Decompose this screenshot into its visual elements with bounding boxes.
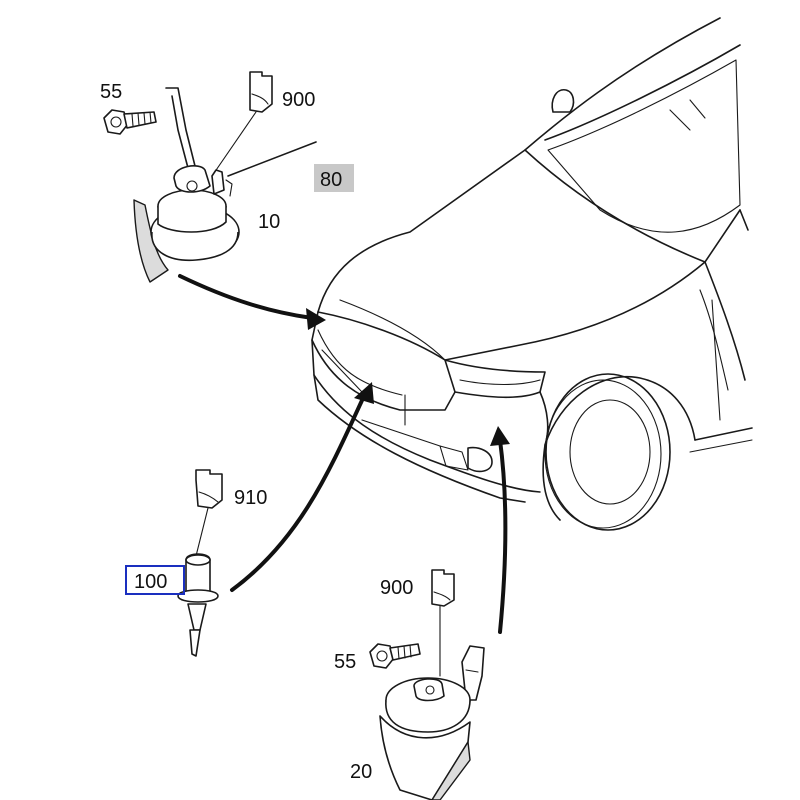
arrow-horn-high (178, 274, 326, 330)
car-front-illustration (311, 17, 753, 531)
callout-cable[interactable]: 80 (320, 169, 342, 191)
callout-horn-low: 20 (350, 761, 372, 783)
callout-connector-top: 900 (282, 89, 315, 111)
horn-icon (379, 677, 471, 800)
connector-plug-icon (431, 569, 455, 607)
arrow-sensor (230, 382, 374, 592)
horn-low-assembly (369, 569, 485, 800)
highlight-box (314, 164, 354, 192)
bolt-icon (369, 643, 421, 669)
connector-plug-icon (195, 469, 223, 509)
callout-connector-sensor: 910 (234, 487, 267, 509)
callout-bolt-bottom: 55 (334, 651, 356, 673)
arrow-horn-low (490, 426, 510, 634)
callout-sensor-selected[interactable]: 100 (125, 565, 185, 595)
bolt-icon (103, 109, 157, 135)
horn-icon (133, 165, 240, 283)
callout-cable-highlight[interactable]: 80 (314, 164, 354, 192)
sensor-assembly (177, 469, 223, 657)
callout-sensor[interactable]: 100 (134, 571, 167, 593)
horn-high-assembly (103, 71, 317, 283)
connector-plug-icon (249, 71, 273, 113)
callout-bolt-top: 55 (100, 81, 122, 103)
callout-connector-bottom: 900 (380, 577, 413, 599)
callout-horn-high: 10 (258, 211, 280, 233)
selection-box (125, 565, 185, 595)
temperature-sensor-icon (177, 553, 219, 657)
